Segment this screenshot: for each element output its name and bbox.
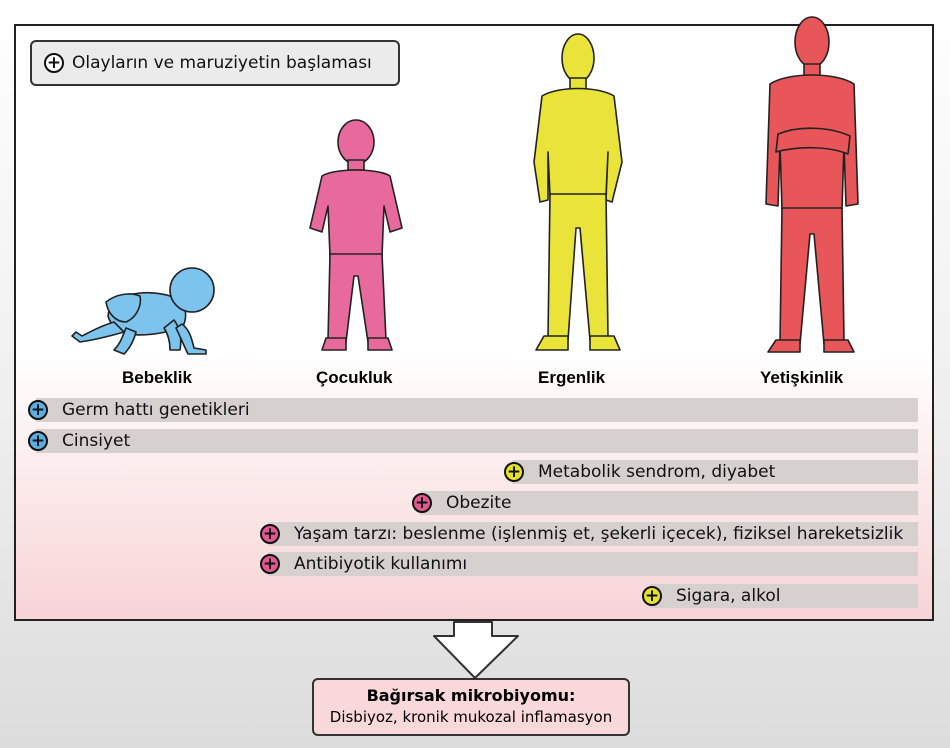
stage-adult-label: Yetişkinlik (760, 368, 844, 387)
plus-icon: + (44, 53, 64, 73)
factor-label: Germ hattı genetikleri (62, 400, 250, 420)
plus-icon: + (642, 586, 662, 606)
outcome-title: Bağırsak mikrobiyomu: (366, 686, 576, 705)
factor-bar: + Sigara, alkol (642, 584, 918, 608)
factor-bar: + Antibiyotik kullanımı (260, 552, 918, 576)
plus-icon: + (28, 400, 48, 420)
factor-label: Cinsiyet (62, 431, 131, 451)
legend-label: Olayların ve maruziyetin başlaması (72, 53, 372, 73)
plus-icon: + (260, 554, 280, 574)
child-figure (309, 119, 403, 351)
adolescent-figure (533, 33, 623, 351)
down-arrow (433, 621, 519, 679)
factor-bar: + Yaşam tarzı: beslenme (işlenmiş et, şe… (260, 522, 918, 546)
factor-bar: + Germ hattı genetikleri (28, 398, 918, 422)
outcome-box: Bağırsak mikrobiyomu: Disbiyoz, kronik m… (312, 678, 630, 736)
stage-child-label: Çocukluk (316, 368, 393, 387)
stage-infant-label: Bebeklik (122, 368, 192, 387)
outcome-subtitle: Disbiyoz, kronik mukozal inflamasyon (329, 708, 613, 726)
factor-label: Obezite (446, 493, 512, 513)
factor-bar: + Cinsiyet (28, 429, 918, 453)
adult-figure (765, 16, 859, 353)
plus-icon: + (412, 493, 432, 513)
factor-bar: + Obezite (412, 491, 918, 515)
factor-label: Antibiyotik kullanımı (294, 554, 468, 574)
plus-icon: + (28, 431, 48, 451)
plus-icon: + (260, 524, 280, 544)
factor-label: Metabolik sendrom, diyabet (538, 462, 776, 482)
infant-figure (71, 267, 215, 355)
factor-label: Yaşam tarzı: beslenme (işlenmiş et, şeke… (294, 524, 904, 544)
legend-box: + Olayların ve maruziyetin başlaması (30, 40, 400, 86)
stage-adolescent-label: Ergenlik (538, 368, 606, 387)
plus-icon: + (504, 462, 524, 482)
factor-label: Sigara, alkol (676, 586, 781, 606)
factor-bar: + Metabolik sendrom, diyabet (504, 460, 918, 484)
